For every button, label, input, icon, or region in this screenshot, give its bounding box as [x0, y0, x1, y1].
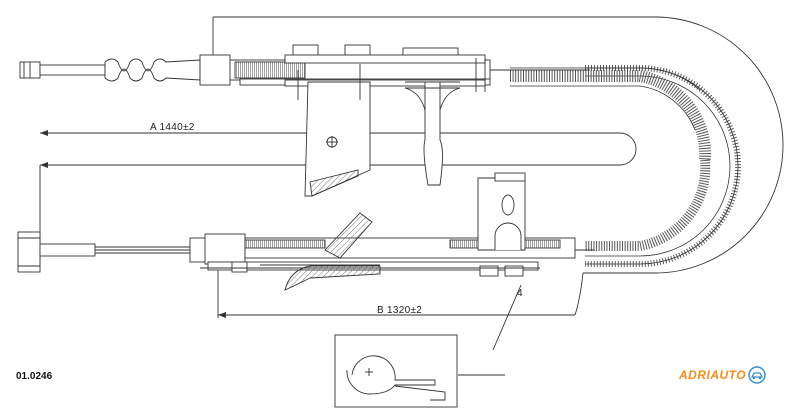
- upper-clip-left: [292, 44, 319, 56]
- brand-mark-ring: [748, 366, 766, 384]
- brand-mark-car: [751, 372, 764, 378]
- outer-dimension-arc: [213, 16, 784, 274]
- arrow-a-start: [40, 130, 48, 136]
- brand-logo: ADRIAUTO: [679, 366, 766, 384]
- brand-car-icon: [748, 366, 766, 384]
- brand-mark-wheel: [758, 376, 762, 380]
- brand-name: ADRIAUTO: [679, 368, 747, 382]
- arrow-upper-start: [40, 162, 48, 168]
- conduit-arc: [510, 70, 712, 161]
- lower-lever: [324, 212, 373, 259]
- slot-hole: [501, 194, 515, 216]
- part-number: 01.0246: [16, 371, 53, 382]
- upper-centerline: [40, 132, 637, 166]
- dimension-b-label: B 1320±2: [377, 305, 422, 316]
- arrow-b-start: [218, 312, 226, 318]
- upper-hanger: [423, 81, 443, 186]
- callout-leader: [492, 284, 522, 351]
- callout-number: 4: [517, 288, 523, 299]
- upper-bellows-boot: [104, 58, 201, 82]
- dimension-a-label: A 1440±2: [150, 122, 195, 133]
- serrated-outer-arc: [585, 67, 739, 265]
- clip-detail-shape: [346, 355, 436, 395]
- serrated-outer-arc-teeth: [585, 65, 741, 267]
- clip-detail-box: [334, 334, 458, 408]
- brand-mark-wheel: [752, 376, 756, 380]
